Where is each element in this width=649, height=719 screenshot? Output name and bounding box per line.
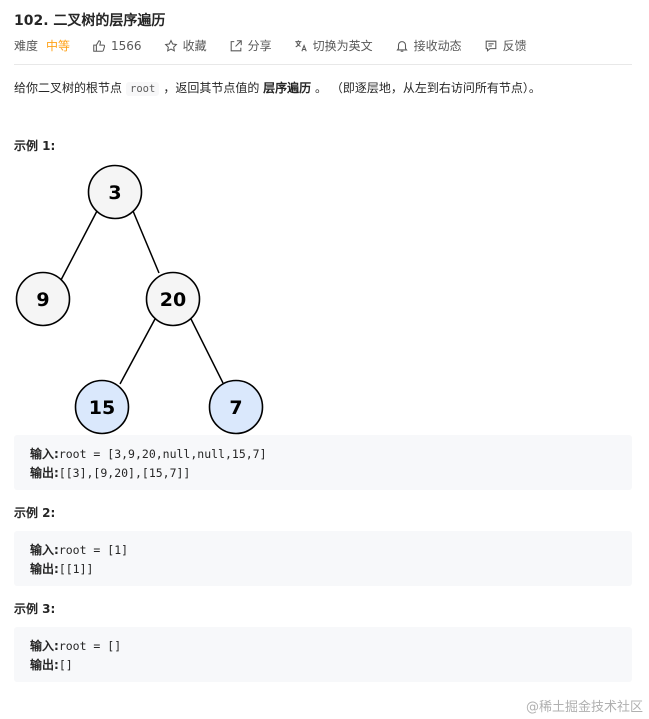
example-2-input-label: 输入: <box>30 543 59 557</box>
tree-node-3: 3 <box>87 164 143 220</box>
example-1-output: [[3],[9,20],[15,7]] <box>58 466 191 480</box>
feedback-label: 反馈 <box>502 39 527 53</box>
tree-node-9-circle <box>15 271 71 327</box>
tree-edges <box>60 210 224 385</box>
edge-20-15 <box>119 318 156 385</box>
description-text-2: ，返回其节点值的 <box>163 81 260 95</box>
tree-node-20-circle <box>145 271 201 327</box>
example-3-output-label: 输出: <box>30 658 59 672</box>
problem-title: 102. 二叉树的层序遍历 <box>14 13 166 29</box>
favorite-label: 收藏 <box>182 39 207 53</box>
example-1-code-block: 输入:root = [3,9,20,null,null,15,7] 输出:[[3… <box>14 435 632 490</box>
tree-node-7: 7 <box>208 379 264 435</box>
example-2-output: [[1]] <box>58 562 94 576</box>
header-divider <box>14 64 632 65</box>
feedback-icon <box>485 40 496 52</box>
like-button[interactable]: 1566 <box>92 39 142 53</box>
tree-node-7-label: 7 <box>229 397 242 419</box>
example-2-input-line: 输入:root = [1] <box>30 541 632 560</box>
share-button[interactable]: 分享 <box>229 37 272 54</box>
tree-node-20: 20 <box>145 271 201 327</box>
description-text-3: 。 （即逐层地，从左到右访问所有节点）。 <box>315 81 541 95</box>
example-1-output-line: 输出:[[3],[9,20],[15,7]] <box>30 464 632 483</box>
example-3-input-line: 输入:root = [] <box>30 637 632 656</box>
example-3-code-block: 输入:root = [] 输出:[] <box>14 627 632 682</box>
tree-node-9: 9 <box>15 271 71 327</box>
description-code: root <box>126 82 160 96</box>
share-icon <box>230 39 242 51</box>
description-bold: 层序遍历 <box>263 81 312 95</box>
follow-button[interactable]: 接收动态 <box>395 37 462 54</box>
bell-icon <box>395 40 408 52</box>
watermark: @稀土掘金技术社区 <box>525 700 643 715</box>
follow-label: 接收动态 <box>413 39 462 53</box>
star-icon <box>164 38 178 52</box>
example-3-output: [] <box>58 658 73 672</box>
tree-node-20-label: 20 <box>160 289 186 311</box>
problem-meta-bar: 难度 中等 1566 收藏 分享 切换为英文 接收动态 反馈 <box>14 37 549 54</box>
example-2-output-label: 输出: <box>30 562 59 576</box>
binary-tree-diagram: 3 9 20 15 7 <box>15 164 264 435</box>
translate-icon <box>294 39 307 51</box>
difficulty-badge: 中等 <box>46 39 71 53</box>
example-1-title: 示例 1: <box>14 139 56 153</box>
share-label: 分享 <box>247 39 272 53</box>
thumbs-up-icon <box>93 39 106 52</box>
tree-node-9-label: 9 <box>36 289 49 311</box>
tree-node-15-circle <box>74 379 130 435</box>
translate-button[interactable]: 切换为英文 <box>294 37 373 54</box>
tree-node-3-label: 3 <box>108 182 121 204</box>
feedback-button[interactable]: 反馈 <box>484 37 527 54</box>
example-2-output-line: 输出:[[1]] <box>30 560 632 579</box>
edge-20-7 <box>190 318 224 384</box>
example-2-input: root = [1] <box>58 543 129 557</box>
example-3-input: root = [] <box>58 639 122 653</box>
tree-node-15: 15 <box>74 379 130 435</box>
tree-node-3-circle <box>87 164 143 220</box>
favorite-button[interactable]: 收藏 <box>164 37 207 54</box>
example-3-input-label: 输入: <box>30 639 59 653</box>
example-3-title: 示例 3: <box>14 602 56 616</box>
tree-node-7-circle <box>208 379 264 435</box>
example-1-input-label: 输入: <box>30 447 59 461</box>
example-1-output-label: 输出: <box>30 466 59 480</box>
translate-label: 切换为英文 <box>312 39 373 53</box>
edge-3-9 <box>60 210 98 281</box>
example-1-input-line: 输入:root = [3,9,20,null,null,15,7] <box>30 445 632 464</box>
example-1-input: root = [3,9,20,null,null,15,7] <box>58 447 267 461</box>
difficulty-label: 难度 <box>14 39 39 53</box>
example-2-title: 示例 2: <box>14 506 56 520</box>
description-text-1: 给你二叉树的根节点 <box>14 81 123 95</box>
tree-node-15-label: 15 <box>89 397 115 419</box>
example-3-output-line: 输出:[] <box>30 656 632 675</box>
edge-3-20 <box>132 210 160 274</box>
like-count: 1566 <box>111 38 142 53</box>
example-2-code-block: 输入:root = [1] 输出:[[1]] <box>14 531 632 586</box>
